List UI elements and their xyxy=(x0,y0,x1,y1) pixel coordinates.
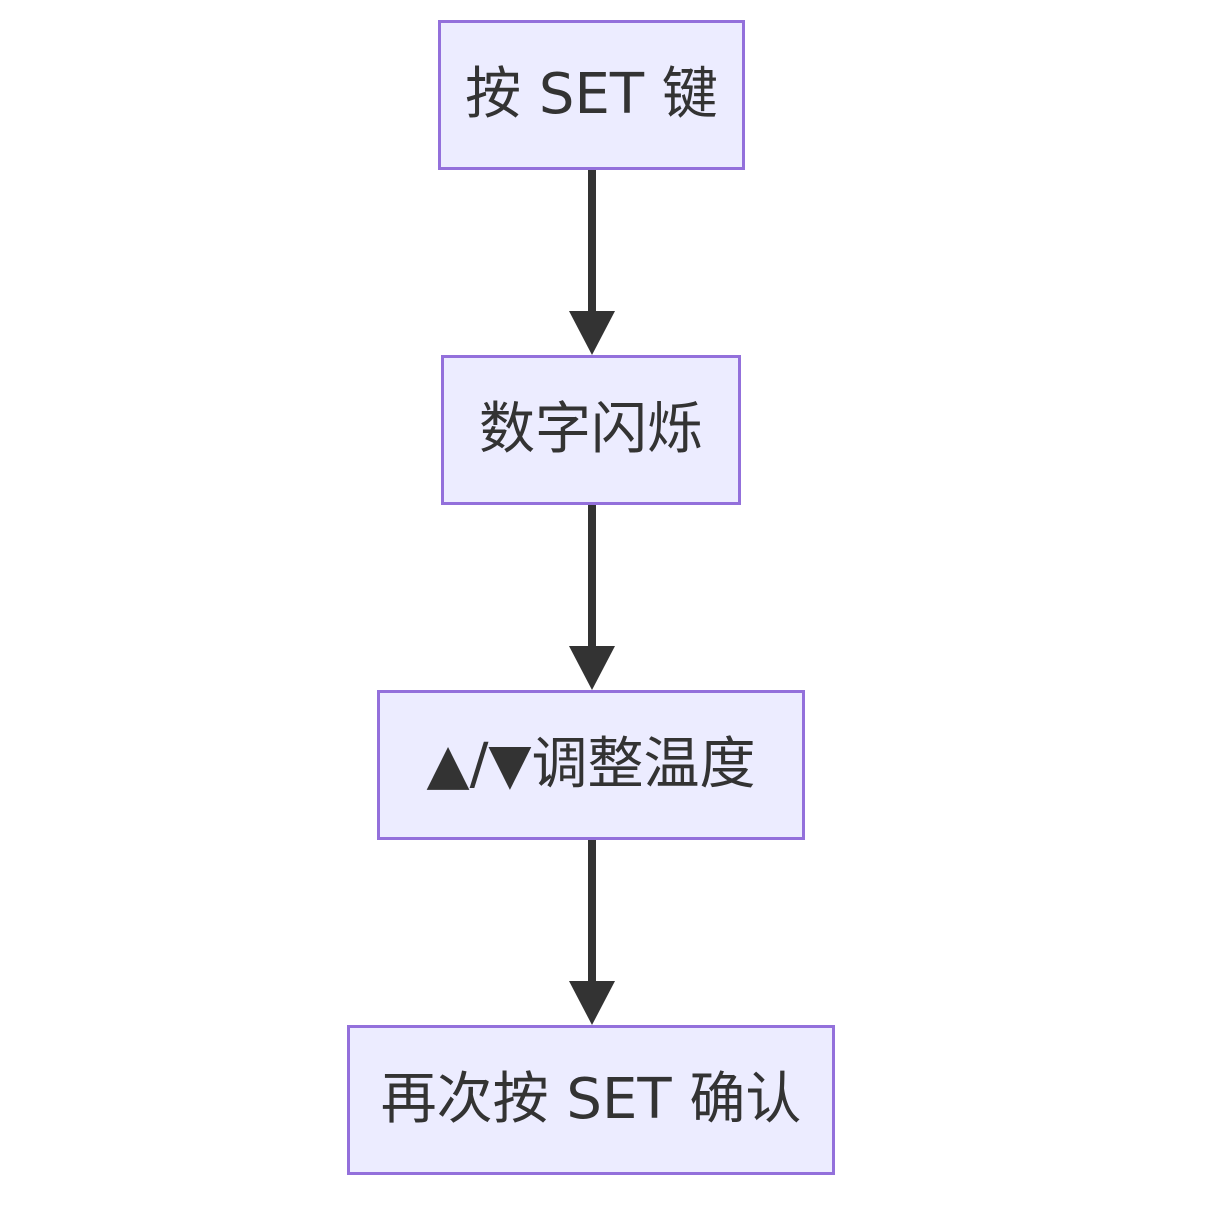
node-label: 再次按 SET 确认 xyxy=(380,1067,802,1132)
node-press-set-confirm: 再次按 SET 确认 xyxy=(347,1025,835,1175)
node-press-set-key: 按 SET 键 xyxy=(438,20,745,170)
arrowhead-step3 xyxy=(569,646,615,690)
arrowhead-step4 xyxy=(569,981,615,1025)
node-adjust-temperature: ▲/▼调整温度 xyxy=(377,690,805,840)
node-label: 数字闪烁 xyxy=(479,397,703,462)
node-digits-blink: 数字闪烁 xyxy=(441,355,741,505)
node-label: ▲/▼调整温度 xyxy=(426,732,756,797)
node-label: 按 SET 键 xyxy=(465,62,718,127)
arrowhead-step2 xyxy=(569,311,615,355)
